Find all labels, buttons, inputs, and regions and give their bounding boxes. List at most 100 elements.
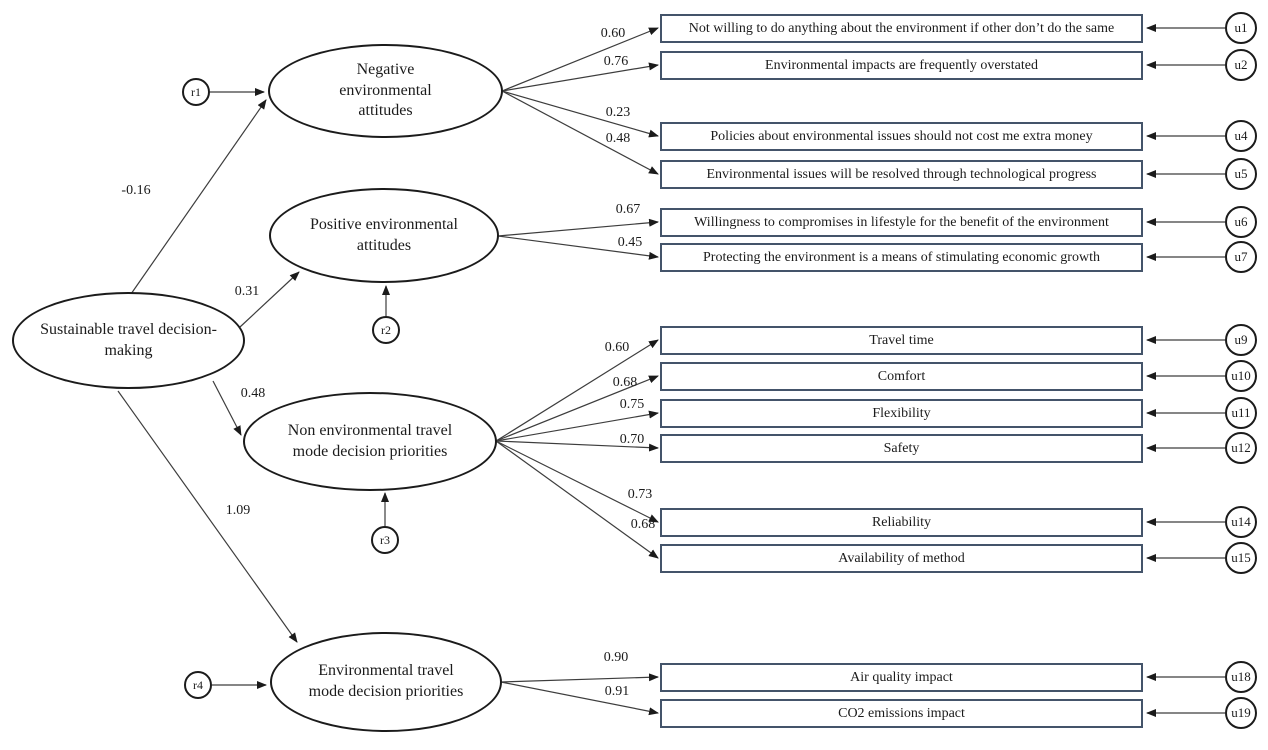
- indicator-box-u7: Protecting the environment is a means of…: [660, 243, 1143, 272]
- loading-line-u12: [495, 440, 659, 452]
- error-term-u1: u1: [1225, 12, 1257, 44]
- residual-r3: r3: [371, 526, 399, 554]
- indicator-box-u9: Travel time: [660, 326, 1143, 355]
- indicator-u12-label: Safety: [883, 440, 920, 456]
- path-coef-positive-attitudes: 0.31: [234, 284, 260, 299]
- path-coef-negative-attitudes: -0.16: [121, 183, 151, 198]
- loading-line-u4: [501, 90, 659, 138]
- indicator-u5-label: Environmental issues will be resolved th…: [706, 166, 1097, 182]
- loading-label-u7: 0.45: [617, 235, 643, 250]
- error-term-u10: u10: [1225, 360, 1257, 392]
- loading-line-u1: [501, 27, 659, 92]
- loading-label-u14: 0.73: [627, 487, 653, 502]
- loading-label-u1: 0.60: [600, 26, 626, 41]
- loading-label-u15: 0.68: [630, 517, 656, 532]
- loading-line-u19: [500, 681, 659, 716]
- indicator-box-u15: Availability of method: [660, 544, 1143, 573]
- residual-r1: r1: [182, 78, 210, 106]
- loading-label-u10: 0.68: [612, 375, 638, 390]
- error-term-u9: u9: [1225, 324, 1257, 356]
- indicator-u18-label: Air quality impact: [850, 669, 953, 685]
- loading-label-u19: 0.91: [604, 684, 630, 699]
- error-term-u6: u6: [1225, 206, 1257, 238]
- path-coef-non-env-priorities: 0.48: [240, 386, 266, 401]
- loading-line-u5: [501, 90, 659, 175]
- indicator-box-u6: Willingness to compromises in lifestyle …: [660, 208, 1143, 237]
- error-term-u15: u15: [1225, 542, 1257, 574]
- loading-label-u6: 0.67: [615, 202, 641, 217]
- loading-line-u14: [495, 440, 659, 523]
- indicator-box-u11: Flexibility: [660, 399, 1143, 428]
- loading-label-u11: 0.75: [619, 397, 645, 412]
- latent-positive-attitudes: Positive environmental attitudes: [269, 188, 499, 283]
- indicator-box-u5: Environmental issues will be resolved th…: [660, 160, 1143, 189]
- error-u6-label: u6: [1234, 214, 1248, 229]
- error-u12-label: u12: [1231, 440, 1251, 455]
- error-term-u18: u18: [1225, 661, 1257, 693]
- indicator-u15-label: Availability of method: [838, 550, 965, 566]
- latent-env-priorities-label: Environmental travel mode decision prior…: [308, 662, 464, 700]
- indicator-u6-label: Willingness to compromises in lifestyle …: [694, 214, 1109, 230]
- path-arrow-non-env-priorities: [212, 380, 242, 436]
- indicator-u4-label: Policies about environmental issues shou…: [710, 128, 1093, 144]
- path-arrow-env-priorities: [117, 390, 298, 643]
- error-u19-label: u19: [1231, 705, 1251, 720]
- indicator-u11-label: Flexibility: [872, 405, 931, 421]
- error-term-u2: u2: [1225, 49, 1257, 81]
- latent-negative-attitudes-label: Negative environmental attitudes: [339, 60, 432, 120]
- error-u18-label: u18: [1231, 669, 1251, 684]
- error-u1-label: u1: [1234, 20, 1248, 35]
- indicator-box-u2: Environmental impacts are frequently ove…: [660, 51, 1143, 80]
- latent-non-env-priorities-label: Non environmental travel mode decision p…: [287, 421, 453, 460]
- error-u4-label: u4: [1234, 128, 1248, 143]
- error-term-u14: u14: [1225, 506, 1257, 538]
- error-u14-label: u14: [1231, 514, 1251, 529]
- latent-negative-attitudes: Negative environmental attitudes: [268, 44, 503, 138]
- latent-sustainable-travel: Sustainable travel decision-making: [12, 292, 245, 389]
- error-term-u19: u19: [1225, 697, 1257, 729]
- loading-line-u10: [495, 375, 659, 442]
- loading-label-u9: 0.60: [604, 340, 630, 355]
- indicator-u7-label: Protecting the environment is a means of…: [703, 249, 1100, 265]
- loading-line-u6: [497, 218, 659, 237]
- path-arrow-negative-attitudes: [130, 99, 267, 295]
- path-coef-env-priorities: 1.09: [225, 503, 251, 518]
- loading-line-u18: [500, 673, 659, 683]
- latent-env-priorities: Environmental travel mode decision prior…: [270, 632, 502, 732]
- error-term-u7: u7: [1225, 241, 1257, 273]
- residual-r3-label: r3: [380, 532, 390, 547]
- loading-line-u2: [501, 62, 659, 92]
- error-u10-label: u10: [1231, 368, 1251, 383]
- loading-label-u18: 0.90: [603, 650, 629, 665]
- residual-r4-label: r4: [193, 677, 203, 692]
- indicator-u10-label: Comfort: [877, 368, 926, 384]
- indicator-box-u12: Safety: [660, 434, 1143, 463]
- indicator-u14-label: Reliability: [871, 514, 932, 530]
- error-term-u5: u5: [1225, 158, 1257, 190]
- error-u5-label: u5: [1234, 166, 1248, 181]
- indicator-box-u1: Not willing to do anything about the env…: [660, 14, 1143, 43]
- residual-r2: r2: [372, 316, 400, 344]
- latent-non-env-priorities: Non environmental travel mode decision p…: [243, 392, 497, 491]
- indicator-box-u10: Comfort: [660, 362, 1143, 391]
- indicator-box-u19: CO2 emissions impact: [660, 699, 1143, 728]
- indicator-u1-label: Not willing to do anything about the env…: [688, 20, 1115, 36]
- loading-line-u9: [495, 339, 659, 442]
- error-u2-label: u2: [1234, 57, 1248, 72]
- indicator-u19-label: CO2 emissions impact: [838, 705, 965, 721]
- residual-r1-label: r1: [191, 84, 201, 99]
- indicator-box-u18: Air quality impact: [660, 663, 1143, 692]
- loading-label-u12: 0.70: [619, 432, 645, 447]
- error-u7-label: u7: [1234, 249, 1248, 264]
- error-u9-label: u9: [1234, 332, 1248, 347]
- loading-line-u7: [497, 235, 659, 260]
- error-u15-label: u15: [1231, 550, 1251, 565]
- error-term-u4: u4: [1225, 120, 1257, 152]
- latent-sustainable-travel-label: Sustainable travel decision-making: [40, 320, 217, 359]
- indicator-u9-label: Travel time: [869, 332, 934, 348]
- loading-line-u11: [495, 410, 659, 442]
- error-term-u11: u11: [1225, 397, 1257, 429]
- indicator-box-u4: Policies about environmental issues shou…: [660, 122, 1143, 151]
- loading-line-u15: [495, 440, 659, 559]
